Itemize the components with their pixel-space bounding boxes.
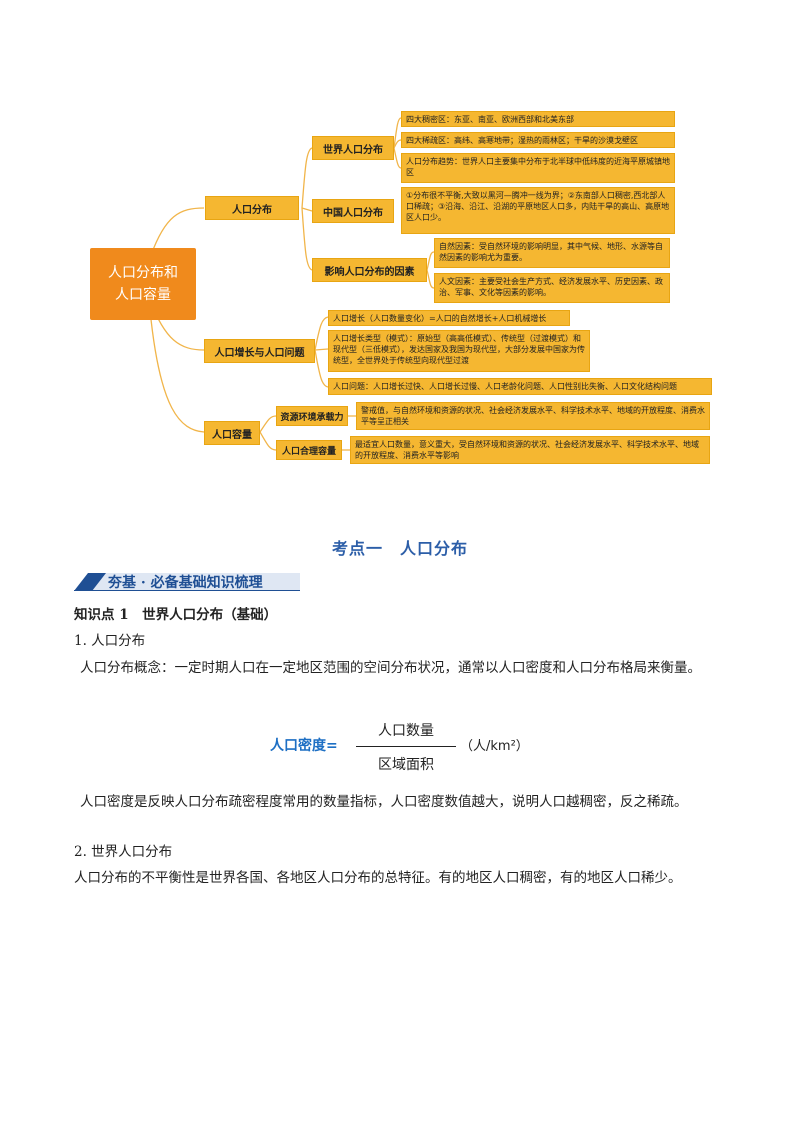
leaf-china-desc: ①分布很不平衡,大致以黑河—腾冲一线为界；②东南部人口稠密,西北部人口稀疏；③沿… (401, 187, 675, 234)
mind-map-connectors (149, 117, 435, 451)
sub-china: 中国人口分布 (312, 199, 394, 223)
sub-world: 世界人口分布 (312, 136, 394, 160)
formula-unit: （人/km²） (460, 739, 529, 754)
leaf-problems: 人口问题：人口增长过快、人口增长过慢、人口老龄化问题、人口性别比失衡、人口文化结… (328, 378, 712, 395)
density-paragraph: 人口密度是反映人口分布疏密程度常用的数量指标，人口密度数值越大，说明人口越稠密，… (80, 794, 688, 810)
leaf-env-desc: 警戒值，与自然环境和资源的状况、社会经济发展水平、科学技术水平、地域的开放程度、… (356, 402, 710, 430)
branch-growth: 人口增长与人口问题 (204, 339, 315, 363)
root-line-1: 人口分布和 (108, 265, 178, 281)
formula-numerator: 人口数量 (378, 723, 434, 739)
fraction-bar (356, 746, 456, 747)
sub-reasonable: 人口合理容量 (276, 440, 342, 460)
concept-paragraph: 人口分布概念：一定时期人口在一定地区范围的空间分布状况，通常以人口密度和人口分布… (80, 660, 701, 676)
density-formula: 人口密度= 人口数量 区域面积 （人/km²） (270, 718, 560, 778)
root-line-2: 人口容量 (115, 287, 171, 303)
mind-map: 人口分布和 人口容量 人口分布 人口增长与人口问题 人口容量 世界人口分布 中国… (0, 0, 800, 500)
leaf-growth-def: 人口增长（人口数量变化）=人口的自然增长+人口机械增长 (328, 310, 570, 326)
sub-env-capacity: 资源环境承载力 (276, 406, 348, 426)
leaf-world-dense: 四大稠密区：东亚、南亚、欧洲西部和北美东部 (401, 111, 675, 127)
item2-title: 2. 世界人口分布 (74, 844, 173, 860)
band-title: 夯基 · 必备基础知识梳理 (108, 575, 263, 591)
formula-denominator: 区域面积 (378, 757, 434, 773)
leaf-factor-natural: 自然因素：受自然环境的影响明显，其中气候、地形、水源等自然因素的影响尤为重要。 (434, 238, 670, 268)
world-paragraph: 人口分布的不平衡性是世界各国、各地区人口分布的总特征。有的地区人口稠密，有的地区… (74, 870, 682, 886)
knowledge-point-title: 知识点 1 世界人口分布（基础） (74, 607, 278, 623)
section-title: 考点一 人口分布 (331, 539, 468, 558)
mind-map-root: 人口分布和 人口容量 (90, 248, 196, 320)
leaf-world-sparse: 四大稀疏区：高纬、高寒地带；湿热的雨林区；干旱的沙漠戈壁区 (401, 132, 675, 148)
branch-capacity: 人口容量 (204, 421, 260, 445)
branch-distribution: 人口分布 (205, 196, 299, 220)
section-band (74, 573, 300, 591)
item1-title: 1. 人口分布 (74, 633, 146, 649)
leaf-world-trend: 人口分布趋势：世界人口主要集中分布于北半球中低纬度的近海平原城镇地区 (401, 153, 675, 183)
leaf-reasonable-desc: 最适宜人口数量，意义重大，受自然环境和资源的状况、社会经济发展水平、科学技术水平… (350, 436, 710, 464)
sub-factors: 影响人口分布的因素 (312, 258, 427, 282)
formula-label: 人口密度= (270, 738, 338, 754)
leaf-factor-human: 人文因素：主要受社会生产方式、经济发展水平、历史因素、政治、军事、文化等因素的影… (434, 273, 670, 303)
leaf-growth-types: 人口增长类型（模式）：原始型（高高低模式）、传统型（过渡模式）和现代型（三低模式… (328, 330, 590, 372)
